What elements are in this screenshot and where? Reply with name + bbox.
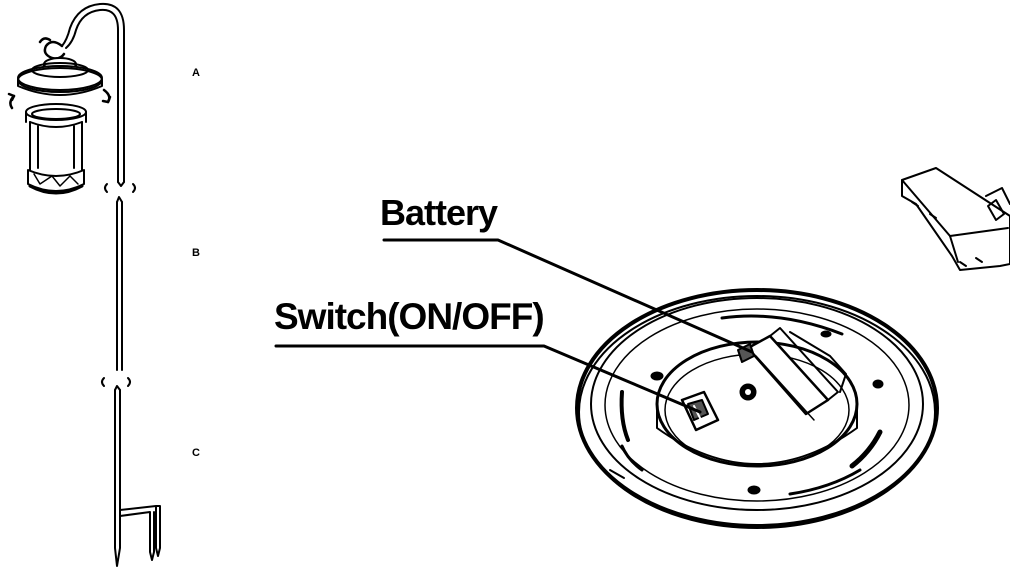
part-letter-c: C	[192, 447, 200, 459]
lantern-body	[25, 103, 87, 195]
pole-section-a	[61, 2, 125, 187]
pole-section-b	[116, 196, 123, 371]
part-letter-a: A	[192, 67, 200, 79]
lantern-lid	[17, 57, 103, 96]
solar-base	[575, 288, 939, 529]
rotate-arrows	[7, 88, 112, 110]
battery-leader-line	[382, 238, 754, 354]
switch-label: Switch(ON/OFF)	[274, 296, 545, 337]
part-letter-b: B	[192, 247, 200, 259]
pole-section-c	[114, 385, 161, 567]
switch-leader-line	[274, 344, 702, 414]
lantern-hook	[38, 37, 66, 60]
battery-cover	[901, 167, 1010, 271]
joint-marks-ab	[104, 183, 136, 193]
battery-label: Battery	[380, 192, 498, 233]
joint-marks-bc	[101, 377, 131, 387]
